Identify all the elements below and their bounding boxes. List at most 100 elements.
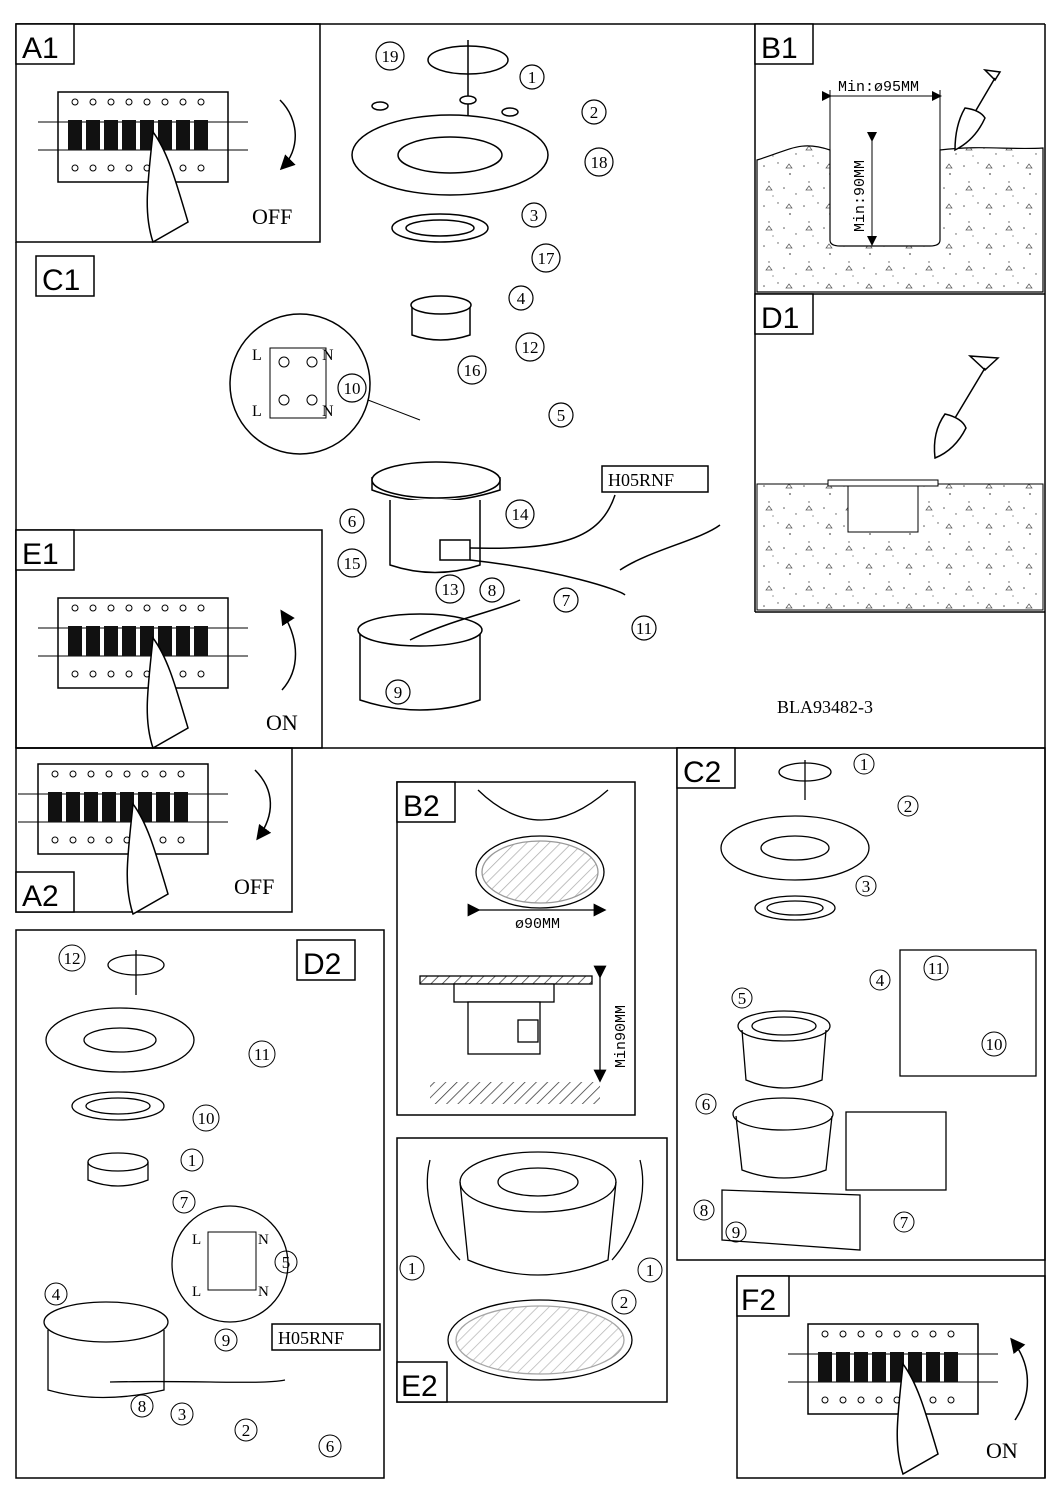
b2-diagram	[419, 789, 609, 1104]
label-e1: E1	[22, 538, 59, 571]
shovel-icon	[954, 68, 1002, 152]
c2-step: 2	[904, 797, 913, 816]
c2-step-markers	[693, 753, 1007, 1243]
label-d1: D1	[761, 302, 799, 335]
c1-step: 11	[636, 619, 652, 638]
c2-step: 9	[732, 1223, 741, 1242]
d2-step: 11	[254, 1045, 270, 1064]
c1-step: 6	[348, 512, 357, 531]
c1-step: 14	[512, 505, 530, 524]
c1-step: 3	[530, 206, 539, 225]
c1-step: 1	[528, 68, 537, 87]
d2-terminal-l-top: L	[192, 1232, 201, 1248]
c1-step: 12	[522, 338, 539, 357]
panel-c2-frame	[676, 747, 1046, 1261]
c2-step: 7	[900, 1213, 909, 1232]
e2-step: 1	[408, 1259, 417, 1278]
b2-diameter-dim: ø90MM	[515, 916, 560, 933]
c1-step: 13	[442, 580, 459, 599]
e2-step: 1	[646, 1261, 655, 1280]
label-a1: A1	[22, 32, 59, 65]
c2-step: 10	[986, 1035, 1003, 1054]
c1-terminal-l-bottom: L	[252, 403, 262, 420]
b1-depth-dim: Min:90MM	[852, 160, 869, 232]
d2-step-numbers: 12 11 10 1 7 5 4 9 8 3 2 6	[52, 949, 335, 1456]
d1-installed-diagram	[756, 355, 1044, 611]
c1-step: 10	[344, 379, 361, 398]
c1-step: 2	[590, 103, 599, 122]
c2-step: 8	[700, 1201, 709, 1220]
label-c2: C2	[683, 756, 721, 789]
shovel-icon	[933, 355, 1000, 460]
d2-terminal-detail: L N L N	[171, 1205, 289, 1323]
d2-step: 4	[52, 1285, 61, 1304]
d2-cable-label: H05RNF	[278, 1328, 344, 1348]
c2-step: 4	[876, 971, 885, 990]
d2-step: 1	[188, 1151, 197, 1170]
a2-off-text: OFF	[234, 874, 274, 899]
c2-exploded-view	[720, 760, 1037, 1251]
c2-step: 3	[862, 877, 871, 896]
c1-step: 18	[591, 153, 608, 172]
d2-terminal-n-top: N	[258, 1232, 269, 1248]
d2-step: 7	[180, 1193, 189, 1212]
c1-cable-label: H05RNF	[608, 470, 674, 490]
e1-on-text: ON	[266, 710, 298, 735]
c1-exploded-view	[351, 40, 721, 711]
d2-step: 10	[198, 1109, 215, 1128]
b1-hole-diagram: Min:ø95MM Min:90MM	[756, 68, 1044, 293]
c1-step-numbers: 19 1 2 18 3 17 4 12 16 10 5 6 15 14 13 8…	[344, 47, 653, 702]
section-labels: A1 B1 C1 D1 E1 A2 B2 C2 D2 E2 F2	[15, 23, 814, 1403]
c2-step: 5	[738, 989, 747, 1008]
d2-step: 12	[64, 949, 81, 968]
d2-step: 3	[178, 1405, 187, 1424]
c1-terminal-n-bottom: N	[322, 403, 334, 420]
c2-step: 11	[928, 959, 944, 978]
e2-step: 2	[620, 1293, 629, 1312]
c1-step: 4	[517, 289, 526, 308]
label-b1: B1	[761, 32, 798, 65]
panel-f2-frame	[736, 1275, 1046, 1479]
label-c1: C1	[42, 264, 80, 297]
panel-d2-frame	[15, 929, 385, 1479]
e2-removal-diagram	[426, 1151, 644, 1381]
d2-step-markers	[44, 944, 342, 1458]
panel-b2-frame	[396, 781, 636, 1116]
c1-step: 16	[464, 361, 481, 380]
f2-on-text: ON	[986, 1438, 1018, 1463]
circuit-breaker-icon	[38, 91, 248, 244]
c1-terminal-n-top: N	[322, 347, 334, 364]
d2-terminal-n-bottom: N	[258, 1284, 269, 1300]
c1-step: 19	[382, 47, 399, 66]
d2-step: 2	[242, 1421, 251, 1440]
c1-step: 8	[488, 581, 497, 600]
d2-terminal-l-bottom: L	[192, 1284, 201, 1300]
c1-terminal-detail: L N L N	[229, 313, 421, 455]
c1-step-markers	[337, 41, 657, 705]
d2-exploded-view	[43, 950, 286, 1399]
d2-step: 6	[326, 1437, 335, 1456]
label-e2: E2	[401, 1370, 438, 1403]
d2-step: 5	[282, 1253, 291, 1272]
c2-step: 1	[860, 755, 869, 774]
label-d2: D2	[303, 948, 341, 981]
label-a2: A2	[22, 880, 59, 913]
model-code: BLA93482-3	[777, 697, 873, 717]
c1-step: 15	[344, 554, 361, 573]
panel-e2-frame	[396, 1137, 668, 1403]
b2-depth-dim: Min90MM	[613, 1005, 630, 1068]
label-b2: B2	[403, 790, 440, 823]
label-f2: F2	[741, 1284, 776, 1317]
c1-step: 5	[557, 406, 566, 425]
c1-step: 7	[562, 591, 571, 610]
d2-step: 9	[222, 1331, 231, 1350]
e2-step-markers: 1 1 2	[399, 1255, 663, 1315]
a1-off-text: OFF	[252, 204, 292, 229]
d2-step: 8	[138, 1397, 147, 1416]
c2-step: 6	[702, 1095, 711, 1114]
c1-terminal-l-top: L	[252, 347, 262, 364]
b1-width-dim: Min:ø95MM	[838, 79, 919, 96]
c1-step: 9	[394, 683, 403, 702]
c2-step-numbers: 1 2 3 4 5 11 10 6 8 9 7	[700, 755, 1003, 1242]
